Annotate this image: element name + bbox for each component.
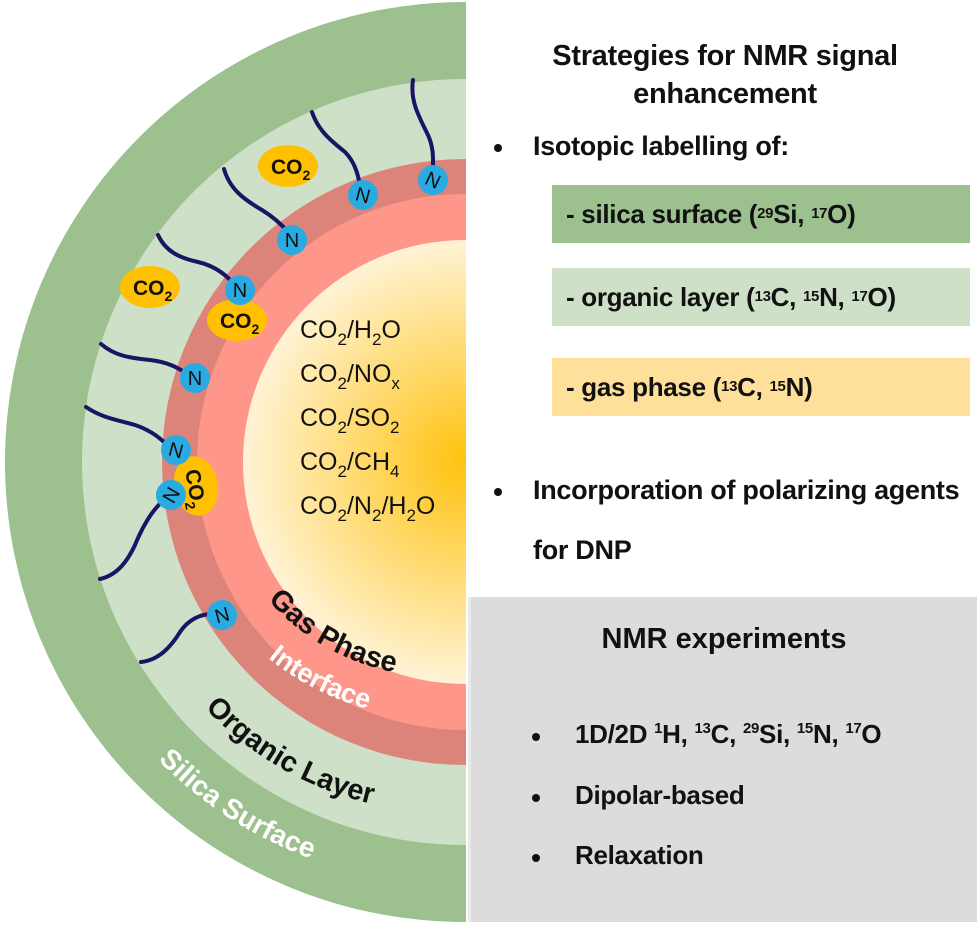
amine-group: N xyxy=(348,180,378,210)
svg-text:CO2: CO2 xyxy=(220,310,260,337)
svg-text:N: N xyxy=(353,183,373,208)
amine-group: N xyxy=(207,600,237,630)
experiment-item-dipolar: Dipolar-based xyxy=(575,780,745,810)
amine-group: N xyxy=(418,165,448,195)
svg-text:CO2: CO2 xyxy=(133,277,173,304)
alkyl-chain xyxy=(222,167,290,234)
bullet-icon xyxy=(532,733,540,741)
alkyl-chain xyxy=(84,405,168,446)
svg-text:N: N xyxy=(188,368,202,390)
amine-group: N xyxy=(225,275,255,305)
experiment-item-multinuclear: 1D/2D 1H, 13C, 29Si, 15N, 17O xyxy=(575,719,882,749)
bullet-icon xyxy=(532,794,540,802)
svg-text:N: N xyxy=(212,603,232,628)
co2-molecule: CO2 xyxy=(258,145,318,187)
amine-group: N xyxy=(161,435,191,465)
isotopic-labelling-heading: Isotopic labelling of: xyxy=(533,131,789,161)
svg-text:CO2: CO2 xyxy=(271,156,311,183)
co2-molecule-bound: CO2 xyxy=(173,456,219,516)
alkyl-chain xyxy=(410,78,436,172)
polarizing-agents-line1: Incorporation of polarizing agents xyxy=(533,475,960,505)
svg-text:N: N xyxy=(285,230,299,252)
gas-mixture-label: CO2/CH4 xyxy=(300,448,400,481)
bullet-icon xyxy=(532,854,540,862)
gas-phase-core xyxy=(243,240,466,684)
gas-mixture-label: CO2/N2/H2O xyxy=(300,492,435,525)
polarizing-agents-line2: for DNP xyxy=(533,535,632,565)
co2-molecule-bound: CO2 xyxy=(207,299,267,341)
amine-group: N xyxy=(277,225,307,255)
co2-molecule: CO2 xyxy=(120,266,180,308)
svg-text:N: N xyxy=(166,438,186,463)
gas-mixture-label: CO2/NOx xyxy=(300,360,400,393)
bullet-icon xyxy=(494,144,502,152)
strategies-title-line2: enhancement xyxy=(633,78,817,110)
gas-mixture-label: CO2/SO2 xyxy=(300,404,400,437)
nmr-experiments-panel: NMR experiments 1D/2D 1H, 13C, 29Si, 15N… xyxy=(468,597,977,922)
alkyl-chain xyxy=(156,233,235,285)
alkyl-chain xyxy=(99,342,188,375)
strategies-title-line1: Strategies for NMR signal xyxy=(552,40,898,72)
svg-text:N: N xyxy=(233,280,247,302)
bullet-icon xyxy=(494,488,502,496)
alkyl-chain xyxy=(139,612,214,664)
amine-group: N xyxy=(180,363,210,393)
gas-mixture-label: CO2/H2O xyxy=(300,316,401,349)
amine-group: N xyxy=(156,480,186,510)
layered-pore-diagram: CO2 CO2 CO2 CO2 N N N N N N N N CO2/H2O C… xyxy=(5,2,466,922)
experiment-item-relaxation: Relaxation xyxy=(575,840,704,870)
nmr-experiments-title: NMR experiments xyxy=(601,623,847,655)
alkyl-chain xyxy=(98,498,166,581)
alkyl-chain xyxy=(310,110,362,187)
